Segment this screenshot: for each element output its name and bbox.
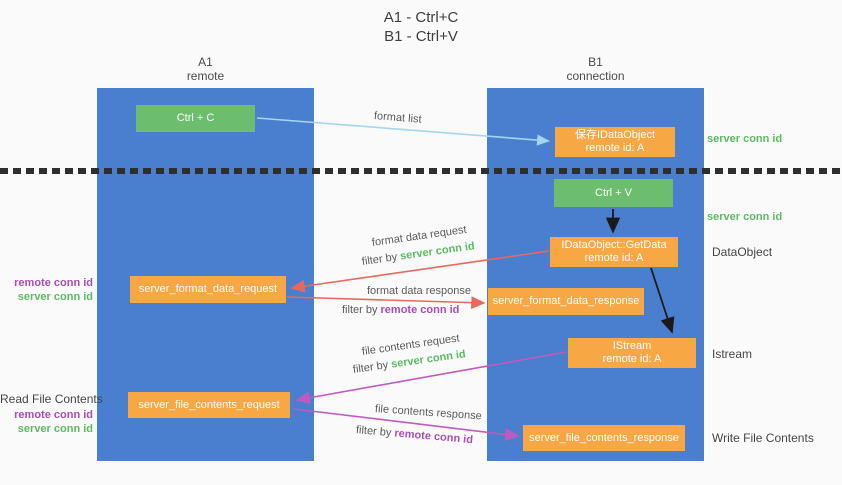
istream-line1: IStream: [612, 340, 652, 352]
lifeline-a1-id: A1: [198, 55, 213, 69]
ctrl-v-label: Ctrl + V: [595, 186, 632, 199]
title-line-1: A1 - Ctrl+C: [383, 9, 459, 26]
getdata-box: IDataObject::GetData remote id: A: [550, 237, 678, 267]
istream-box: IStream remote id: A: [568, 338, 696, 368]
format-data-response-arrow: [286, 296, 486, 310]
dataobject-annotation: DataObject: [712, 245, 773, 259]
save-dataobject-box: 保存IDataObject remote id: A: [555, 127, 675, 157]
istream-line2: remote id: A: [602, 353, 662, 365]
filter-by-text: filter by: [355, 424, 392, 440]
remote-conn-id-annotation-left-2: remote conn id: [14, 409, 93, 421]
remote-conn-id-key: remote conn id: [393, 427, 474, 447]
ctrl-c-action-box: Ctrl + C: [136, 105, 255, 132]
remote-conn-id-annotation-left-1: remote conn id: [14, 277, 93, 289]
lifeline-b1-header: B1 connection: [487, 55, 704, 83]
filter-by-text: filter by: [352, 359, 389, 376]
server-conn-id-annotation-left-2: server conn id: [17, 423, 93, 435]
istream-annotation: Istream: [712, 347, 753, 361]
server-format-data-request-box: server_format_data_request: [130, 276, 286, 303]
server-format-data-request-label: server_format_data_request: [138, 283, 278, 295]
remote-conn-id-key: remote conn id: [380, 304, 460, 316]
server-conn-id-annotation-2: server conn id: [707, 211, 783, 223]
server-file-contents-request-box: server_file_contents_request: [128, 392, 290, 418]
server-file-contents-response-box: server_file_contents_response: [523, 425, 685, 451]
save-dataobject-line2: remote id: A: [585, 142, 645, 154]
lifeline-a1-role: remote: [186, 69, 225, 83]
server-file-contents-request-label: server_file_contents_request: [138, 398, 280, 411]
getdata-line2: remote id: A: [584, 252, 644, 264]
save-dataobject-line1: 保存IDataObject: [574, 129, 656, 141]
ctrl-c-label: Ctrl + C: [176, 112, 215, 124]
getdata-line1: IDataObject::GetData: [561, 239, 667, 251]
lifeline-b1-role: connection: [566, 69, 625, 83]
filter-by-text: filter by: [342, 304, 378, 316]
file-contents-response-filter-label: filter by remote conn id: [355, 424, 473, 446]
title-line-2: B1 - Ctrl+V: [384, 28, 458, 45]
server-conn-id-annotation-1: server conn id: [707, 133, 783, 145]
server-conn-id-annotation-left-1: server conn id: [17, 291, 93, 303]
file-contents-response-arrow-label: file contents response: [374, 403, 483, 423]
read-file-contents-annotation: Read File Contents: [0, 392, 103, 406]
write-file-contents-annotation: Write File Contents: [712, 431, 814, 445]
ctrl-v-action-box: Ctrl + V: [554, 179, 673, 207]
format-data-response-arrow-label: format data response: [367, 285, 471, 297]
format-data-response-filter-label: filter by remote conn id: [342, 304, 459, 316]
server-format-data-response-box: server_format_data_response: [488, 288, 644, 315]
diagram-title: A1 - Ctrl+C B1 - Ctrl+V: [0, 8, 842, 46]
server-format-data-response-label: server_format_data_response: [492, 295, 640, 307]
lifeline-b1-id: B1: [588, 55, 603, 69]
filter-by-text: filter by: [361, 251, 398, 268]
format-list-arrow-label: format list: [373, 110, 423, 126]
lifeline-a1-header: A1 remote: [97, 55, 314, 83]
server-file-contents-response-label: server_file_contents_response: [529, 431, 679, 444]
